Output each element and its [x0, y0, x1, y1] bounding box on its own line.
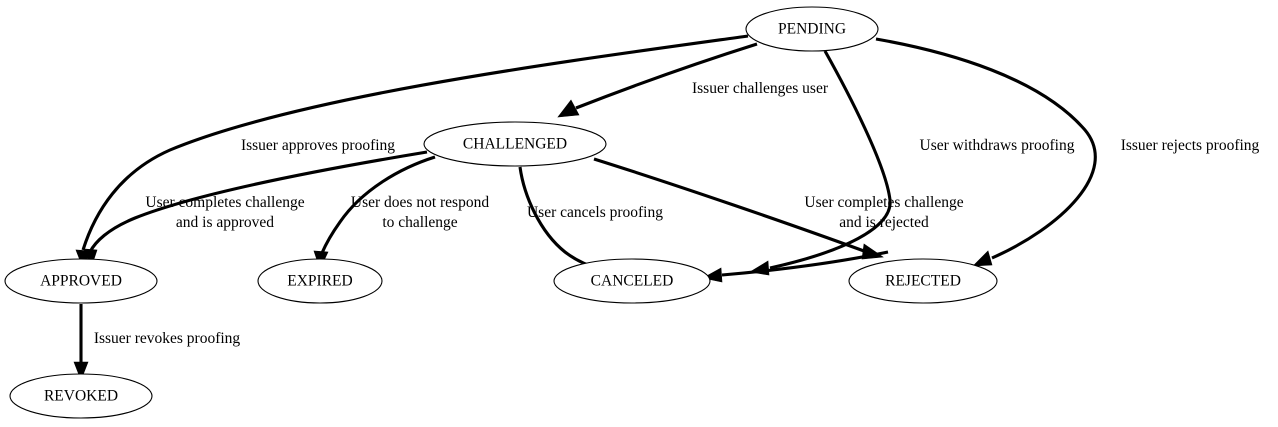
edge-path-rejected-to-canceled [721, 250, 889, 277]
node-approved[interactable]: APPROVED [4, 258, 158, 304]
edge-label-challenged-expired: User does not respond to challenge [351, 194, 489, 231]
arrowhead-revoked [73, 361, 89, 381]
edge-path-pending-canceled [769, 50, 892, 270]
edge-label-pending-rejected: Issuer rejects proofing [1121, 137, 1260, 154]
node-pending[interactable]: PENDING [745, 6, 879, 52]
node-rejected[interactable]: REJECTED [848, 258, 998, 304]
edge-pending-approved [75, 34, 749, 269]
node-ellipse-challenged [423, 121, 607, 167]
node-label-rejected: REJECTED [885, 273, 961, 290]
edge-label-challenged-approved: User completes challenge and is approved [145, 194, 304, 231]
edge-pending-challenged [557, 42, 758, 118]
edge-label-pending-challenged: Issuer challenges user [692, 80, 829, 97]
node-ellipse-rejected [848, 258, 998, 304]
node-ellipse-pending [745, 6, 879, 52]
node-label-expired: EXPIRED [287, 273, 352, 290]
arrowhead-challenged [557, 99, 580, 118]
edge-pending-rejected [875, 37, 1097, 267]
node-revoked[interactable]: REVOKED [9, 373, 153, 419]
arrowhead-rejected-from-pending [972, 250, 993, 267]
node-label-approved: APPROVED [40, 273, 122, 290]
node-ellipse-expired [257, 258, 383, 304]
node-label-revoked: REVOKED [44, 388, 118, 405]
edge-label-challenged-approved-line2: and is approved [176, 214, 274, 231]
node-ellipse-canceled [553, 258, 711, 304]
edge-path-pending-challenged [575, 42, 758, 110]
node-canceled[interactable]: CANCELED [553, 258, 711, 304]
node-challenged[interactable]: CHALLENGED [423, 121, 607, 167]
node-ellipse-revoked [9, 373, 153, 419]
edge-path-challenged-approved [88, 150, 428, 253]
node-label-challenged: CHALLENGED [463, 136, 567, 153]
edge-label-pending-approved: Issuer approves proofing [241, 137, 395, 154]
edge-label-challenged-rejected-line1: User completes challenge [804, 194, 963, 211]
edge-challenged-expired [313, 155, 436, 270]
edge-label-challenged-canceled: User cancels proofing [527, 204, 663, 221]
edge-approved-revoked [73, 304, 89, 381]
edge-path-pending-approved [81, 34, 749, 251]
edge-path-challenged-rejected [593, 157, 865, 253]
edge-label-challenged-rejected: User completes challenge and is rejected [804, 194, 963, 231]
edge-label-approved-revoked: Issuer revokes proofing [94, 330, 241, 347]
node-label-canceled: CANCELED [591, 273, 674, 290]
edge-path-pending-rejected [875, 37, 1097, 260]
edge-path-challenged-expired [320, 155, 436, 254]
edge-label-challenged-approved-line1: User completes challenge [145, 194, 304, 211]
edge-label-challenged-expired-line2: to challenge [382, 214, 457, 231]
edge-label-challenged-rejected-line2: and is rejected [839, 214, 929, 231]
node-ellipse-approved [4, 258, 158, 304]
edge-challenged-canceled [518, 166, 617, 277]
node-expired[interactable]: EXPIRED [257, 258, 383, 304]
edge-label-pending-canceled: User withdraws proofing [920, 137, 1075, 154]
edge-label-challenged-expired-line1: User does not respond [351, 194, 489, 211]
node-label-pending: PENDING [778, 21, 846, 38]
